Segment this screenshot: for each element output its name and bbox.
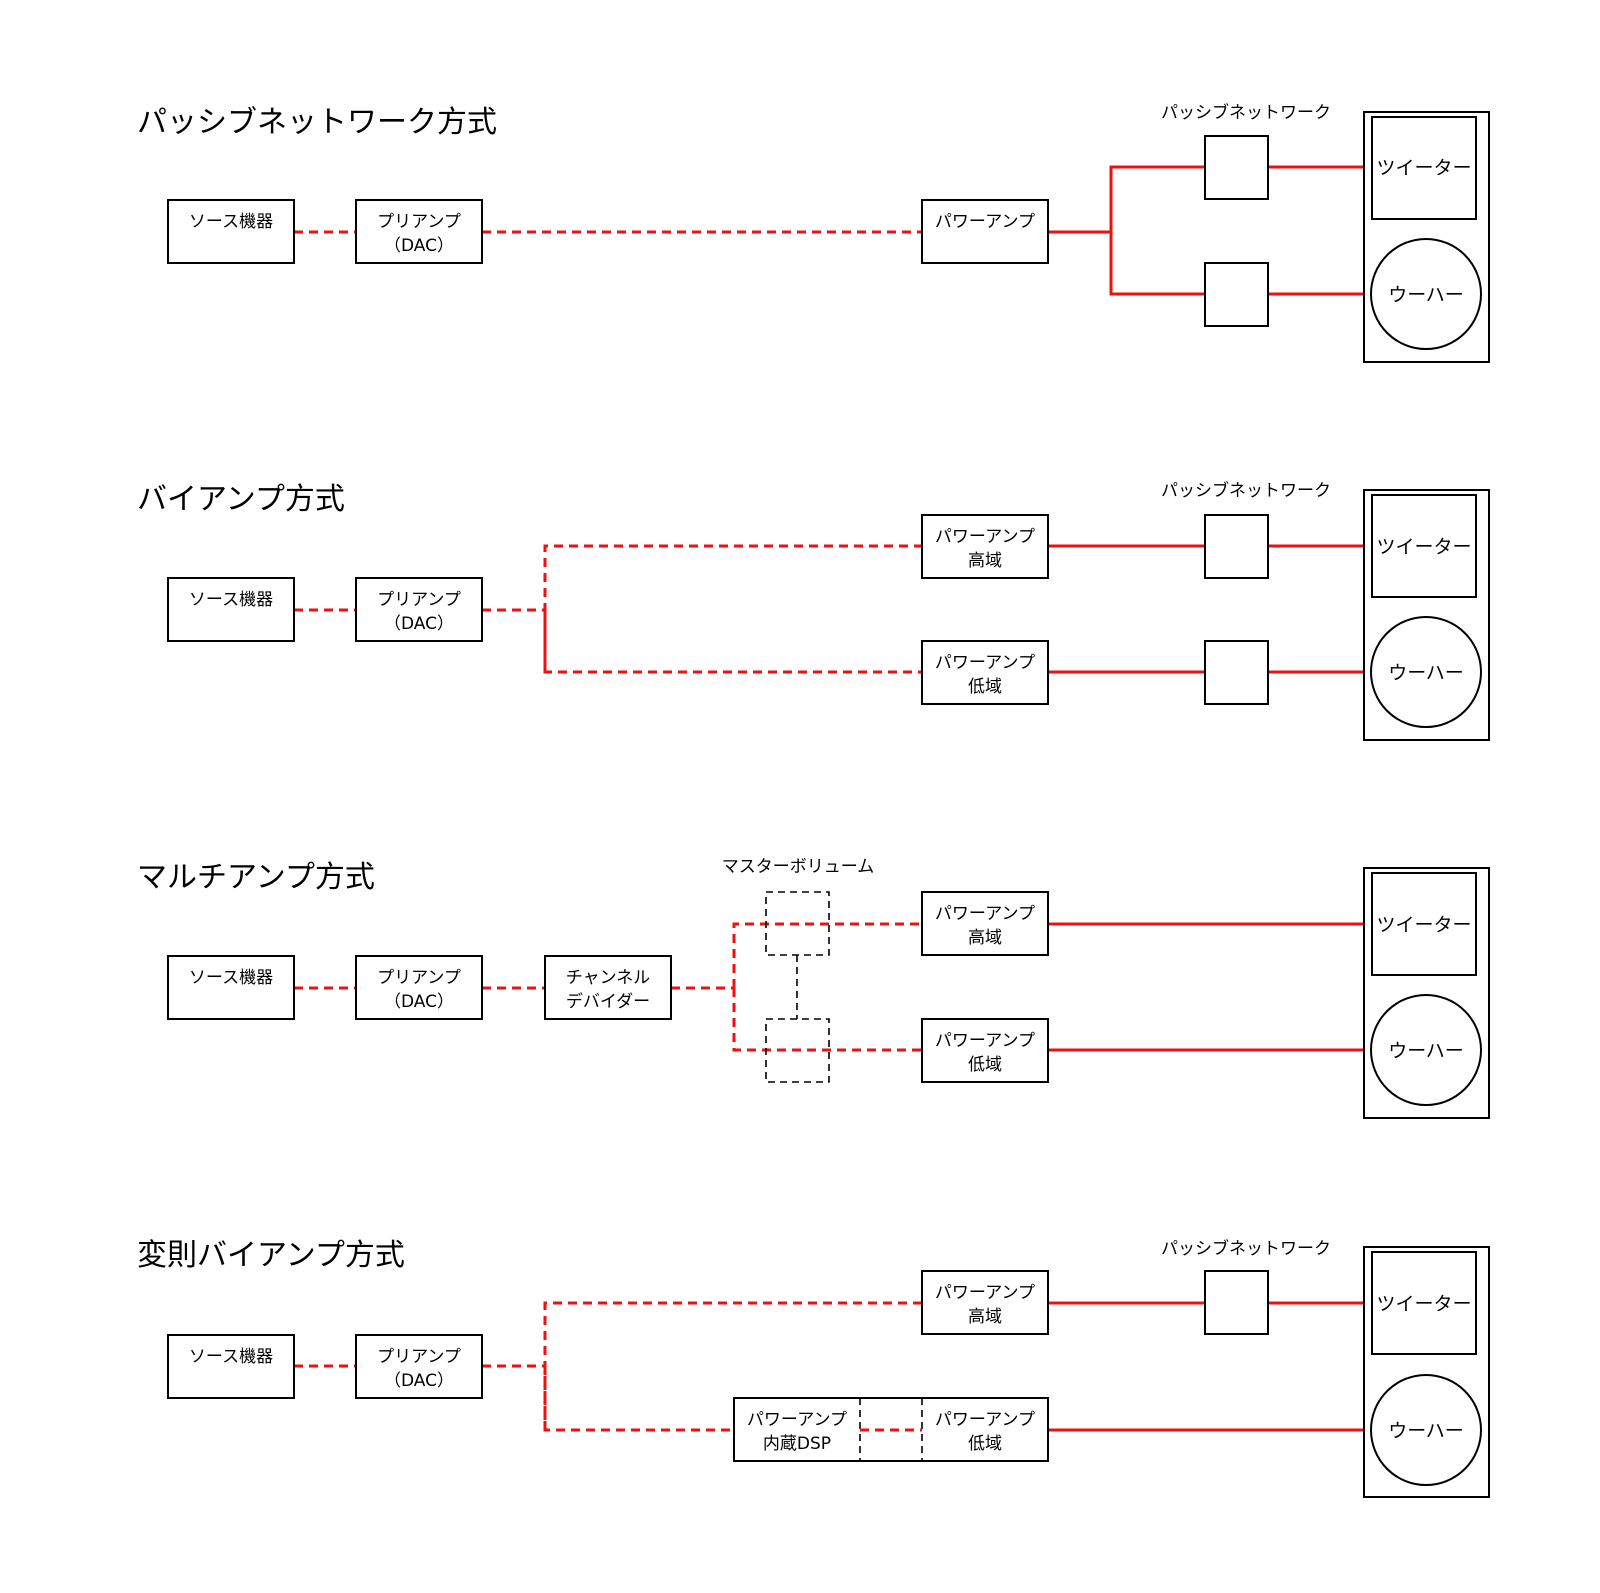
tweeter-label: ツイーター	[1376, 157, 1471, 179]
power-amp-label: パワーアンプ	[935, 1410, 1035, 1430]
passive-network-label: パッシブネットワーク	[1161, 1238, 1331, 1259]
power-amp-band-label: 高域	[968, 1307, 1002, 1327]
builtin-dsp-label: 内蔵DSP	[763, 1434, 831, 1454]
preamp-box: プリアンプ （DAC）	[355, 199, 483, 264]
passive-network-low-box	[1204, 262, 1269, 327]
woofer-label: ウーハー	[1388, 284, 1464, 306]
power-amp-label: パワーアンプ	[935, 653, 1035, 673]
woofer-circle	[1370, 994, 1482, 1106]
section-title: パッシブネットワーク方式	[137, 105, 497, 140]
power-amp-band-label: 低域	[968, 1055, 1002, 1075]
line-to-poweramp-high	[732, 922, 922, 988]
section-multiamp: マルチアンプ方式 ソース機器 プリアンプ （DAC） チャンネル デバイダー マ…	[137, 857, 1490, 1119]
power-amp-dsp-low-unit: パワーアンプ 内蔵DSP パワーアンプ 低域	[733, 1397, 1049, 1462]
power-amp-box: パワーアンプ	[921, 199, 1049, 264]
woofer-circle	[1370, 1374, 1482, 1486]
power-amp-high-box: パワーアンプ 高域	[921, 1270, 1049, 1335]
woofer-label: ウーハー	[1388, 1040, 1464, 1062]
source-label: ソース機器	[189, 1347, 273, 1367]
preamp-label: プリアンプ	[377, 1347, 461, 1367]
passive-network-label: パッシブネットワーク	[1161, 480, 1331, 501]
preamp-sublabel: （DAC）	[384, 992, 454, 1012]
line-to-poweramp-low	[732, 988, 922, 1052]
power-amp-band-label: 高域	[968, 551, 1002, 571]
power-amp-label: パワーアンプ	[935, 212, 1035, 232]
section-title: 変則バイアンプ方式	[137, 1238, 405, 1273]
source-box: ソース機器	[167, 577, 295, 642]
source-box: ソース機器	[167, 1334, 295, 1399]
speaker: ツイーター ウーハー	[1363, 867, 1490, 1119]
line-poweramp-to-network-low	[1109, 232, 1205, 296]
source-label: ソース機器	[189, 968, 273, 988]
source-box: ソース機器	[167, 199, 295, 264]
passive-network-label: パッシブネットワーク	[1161, 102, 1331, 123]
preamp-box: プリアンプ （DAC）	[355, 1334, 483, 1399]
preamp-label: プリアンプ	[377, 212, 461, 232]
channel-divider-sublabel: デバイダー	[566, 991, 650, 1012]
passive-network-high-box	[1204, 135, 1269, 200]
power-amp-band-label: 低域	[968, 677, 1002, 697]
woofer-circle	[1370, 616, 1482, 728]
preamp-sublabel: （DAC）	[384, 1371, 454, 1391]
tweeter-box	[1371, 872, 1477, 976]
source-label: ソース機器	[189, 212, 273, 232]
source-box: ソース機器	[167, 955, 295, 1020]
channel-divider-box: チャンネル デバイダー	[544, 955, 672, 1020]
power-amp-label: パワーアンプ	[935, 527, 1035, 547]
tweeter-label: ツイーター	[1376, 1293, 1471, 1315]
tweeter-box	[1371, 116, 1477, 220]
passive-network-low-box	[1204, 640, 1269, 705]
master-volume-label: マスターボリューム	[722, 857, 875, 877]
preamp-sublabel: （DAC）	[384, 236, 454, 256]
woofer-label: ウーハー	[1388, 1420, 1464, 1442]
passive-network-high-box	[1204, 1270, 1269, 1335]
section-title: マルチアンプ方式	[137, 860, 375, 895]
section-title: バイアンプ方式	[137, 482, 345, 517]
channel-divider-label: チャンネル	[566, 968, 651, 988]
woofer-label: ウーハー	[1388, 662, 1464, 684]
power-amp-high-box: パワーアンプ 高域	[921, 891, 1049, 956]
power-amp-band-label: 高域	[968, 928, 1002, 948]
speaker: ツイーター ウーハー	[1363, 1246, 1490, 1498]
power-amp-high-box: パワーアンプ 高域	[921, 514, 1049, 579]
passive-network-high-box	[1204, 514, 1269, 579]
tweeter-box	[1371, 494, 1477, 598]
speaker: ツイーター ウーハー	[1363, 111, 1490, 363]
preamp-box: プリアンプ （DAC）	[355, 955, 483, 1020]
preamp-label: プリアンプ	[377, 968, 461, 988]
speaker: ツイーター ウーハー	[1363, 489, 1490, 741]
line-to-poweramp-high	[543, 1301, 922, 1430]
source-label: ソース機器	[189, 590, 273, 610]
preamp-sublabel: （DAC）	[384, 614, 454, 634]
power-amp-label: パワーアンプ	[935, 1283, 1035, 1303]
preamp-label: プリアンプ	[377, 590, 461, 610]
line-to-poweramp-dsp	[543, 1366, 734, 1432]
power-amp-label: パワーアンプ	[935, 1031, 1035, 1051]
power-amp-dsp-label: パワーアンプ	[747, 1410, 847, 1430]
section-biamp: バイアンプ方式 ソース機器 プリアンプ （DAC） パワーアンプ 高域 パワーア…	[137, 480, 1490, 741]
line-to-poweramp-high	[543, 544, 922, 672]
preamp-box: プリアンプ （DAC）	[355, 577, 483, 642]
tweeter-label: ツイーター	[1376, 536, 1471, 558]
master-volume-low-box	[765, 1018, 830, 1083]
power-amp-low-box: パワーアンプ 低域	[921, 1018, 1049, 1083]
woofer-circle	[1370, 238, 1482, 350]
power-amp-low-box: パワーアンプ 低域	[921, 640, 1049, 705]
line-to-poweramp-low	[543, 610, 922, 674]
section-modified-biamp: 変則バイアンプ方式 ソース機器 プリアンプ （DAC） パワーアンプ 高域	[137, 1238, 1490, 1498]
power-amp-band-label: 低域	[968, 1434, 1002, 1454]
section-passive-network: パッシブネットワーク方式 ソース機器 プリアンプ （DAC） パワーアンプ パッ…	[137, 102, 1490, 363]
power-amp-label: パワーアンプ	[935, 904, 1035, 924]
tweeter-box	[1371, 1251, 1477, 1355]
tweeter-label: ツイーター	[1376, 914, 1471, 936]
line-poweramp-to-network-high	[1048, 165, 1205, 234]
